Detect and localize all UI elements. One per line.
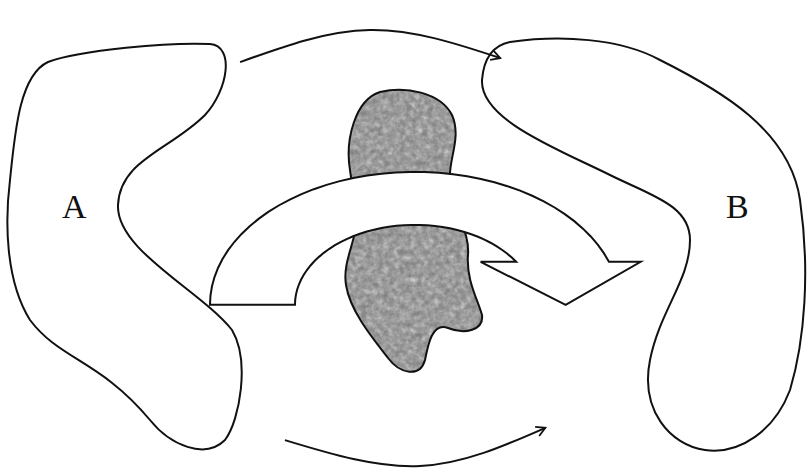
outline-shape (0, 40, 245, 450)
region-letter: B (726, 190, 749, 224)
region-outline: A (0, 40, 245, 450)
outline-shape (475, 30, 807, 455)
flow-arrow (285, 428, 545, 466)
flow-arrow (240, 30, 500, 62)
outline-path (7, 44, 241, 450)
region-outline: B (475, 30, 807, 455)
region-letter: A (62, 190, 87, 224)
outline-path (482, 39, 805, 451)
block-arrow (210, 172, 641, 305)
